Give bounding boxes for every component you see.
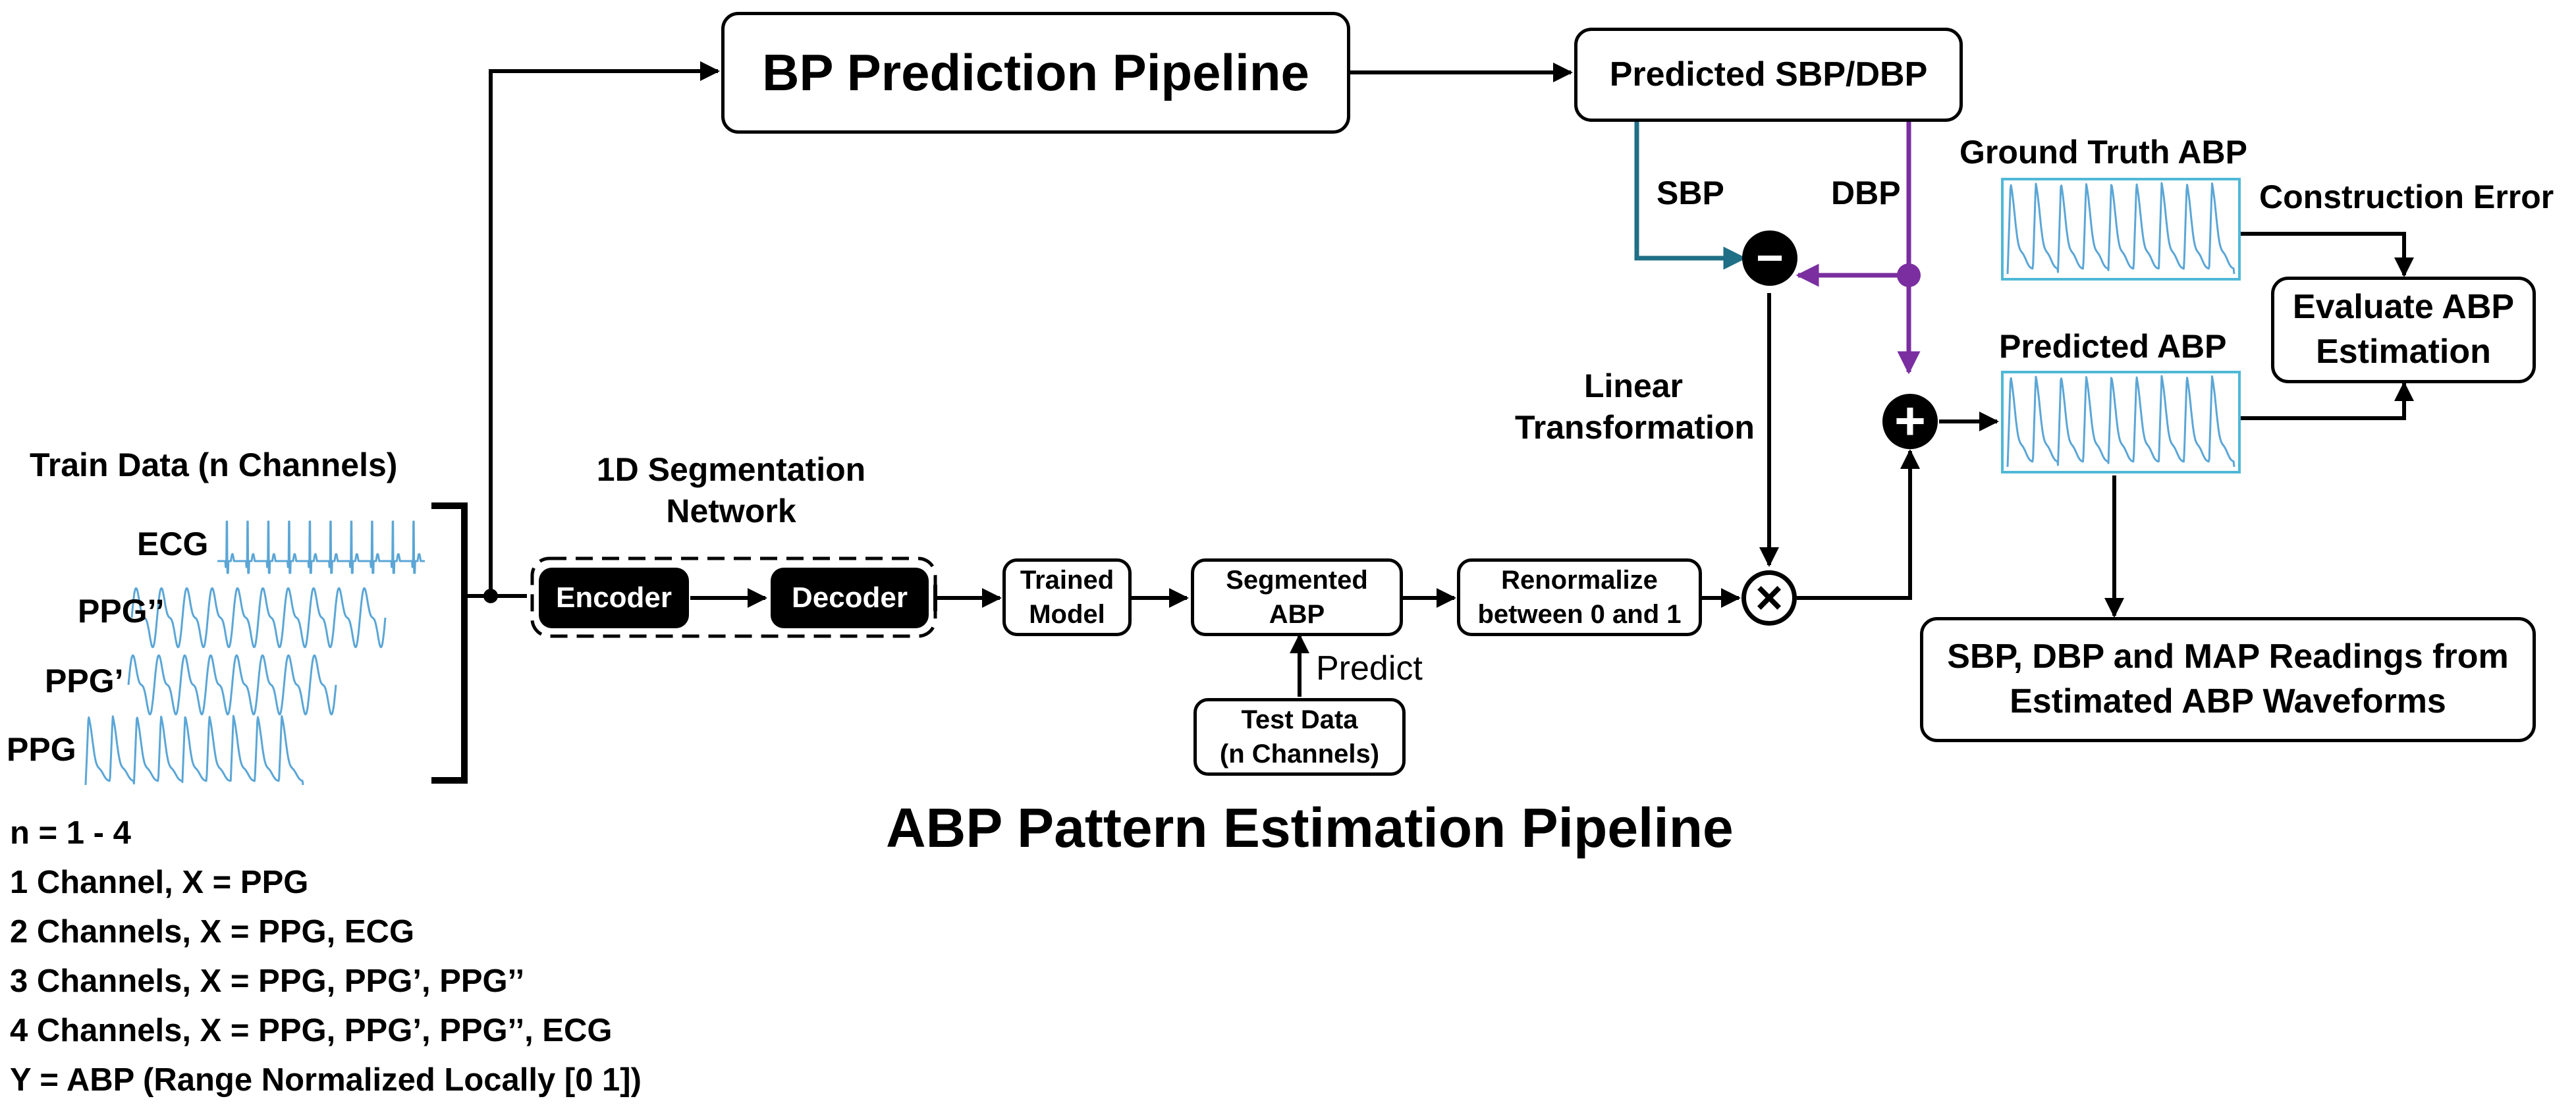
note-line: Y = ABP (Range Normalized Locally [0 1]) bbox=[10, 1062, 642, 1098]
predicted-to-evaluate-arrow bbox=[2239, 381, 2414, 420]
construction-error-label: Construction Error bbox=[2259, 178, 2554, 215]
segmentation-network-container bbox=[530, 556, 937, 638]
readings-box: SBP, DBP and MAP Readings from Estimated… bbox=[1920, 617, 2536, 742]
abp-pipeline-title: ABP Pattern Estimation Pipeline bbox=[886, 797, 1734, 859]
note-line: 3 Channels, X = PPG, PPG’, PPG’’ bbox=[10, 963, 525, 999]
predicted-abp-waveform bbox=[2006, 375, 2235, 468]
bp-prediction-pipeline-box: BP Prediction Pipeline bbox=[721, 12, 1350, 134]
train-data-bracket bbox=[431, 502, 468, 784]
signal-label-ppg-second-derivative: PPG’’ bbox=[78, 593, 165, 630]
ground-truth-abp-label: Ground Truth ABP bbox=[1959, 134, 2247, 171]
subtract-operator: − bbox=[1742, 230, 1797, 286]
encoder-block: Encoder bbox=[539, 568, 689, 628]
predicted-abp-label: Predicted ABP bbox=[1999, 328, 2227, 365]
note-line: n = 1 - 4 bbox=[10, 815, 131, 851]
ppg-waveform bbox=[84, 715, 304, 786]
predict-label: Predict bbox=[1316, 649, 1423, 688]
note-line: 1 Channel, X = PPG bbox=[10, 865, 309, 900]
ppg-first-derivative-waveform bbox=[127, 654, 337, 716]
renormalize-box: Renormalize between 0 and 1 bbox=[1457, 558, 1702, 636]
predicted-sbp-dbp-box: Predicted SBP/DBP bbox=[1574, 28, 1963, 122]
sbp-label: SBP bbox=[1657, 175, 1724, 211]
ground-truth-abp-waveform bbox=[2006, 182, 2235, 275]
channel-notes: n = 1 - 4 1 Channel, X = PPG 2 Channels,… bbox=[10, 809, 642, 1105]
multiply-operator: × bbox=[1741, 570, 1797, 626]
signal-label-ppg-first-derivative: PPG’ bbox=[45, 662, 124, 699]
segmented-abp-box: Segmented ABP bbox=[1191, 558, 1403, 636]
segmentation-network-title: 1D Segmentation Network bbox=[596, 451, 866, 529]
signal-label-ppg: PPG bbox=[7, 731, 76, 768]
construction-error-arrow bbox=[2239, 232, 2414, 277]
ecg-waveform bbox=[217, 520, 425, 574]
readings-line1: SBP, DBP and MAP Readings from bbox=[1947, 637, 2509, 676]
evaluate-abp-line2: Estimation bbox=[2316, 333, 2491, 371]
multiply-to-plus-arrow bbox=[1797, 449, 1920, 600]
signal-label-ecg: ECG bbox=[137, 526, 209, 562]
evaluate-abp-line1: Evaluate ABP bbox=[2292, 288, 2515, 327]
note-line: 2 Channels, X = PPG, ECG bbox=[10, 914, 415, 950]
trained-model-box: Trained Model bbox=[1002, 558, 1132, 636]
add-operator: + bbox=[1882, 391, 1938, 451]
test-data-box: Test Data (n Channels) bbox=[1193, 698, 1406, 776]
note-line: 4 Channels, X = PPG, PPG’, PPG’’, ECG bbox=[10, 1013, 613, 1048]
predicted-sbp-dbp-label: Predicted SBP/DBP bbox=[1609, 55, 1928, 94]
readings-line2: Estimated ABP Waveforms bbox=[2010, 682, 2446, 720]
evaluate-abp-box: Evaluate ABP Estimation bbox=[2271, 277, 2536, 383]
bp-prediction-pipeline-label: BP Prediction Pipeline bbox=[762, 43, 1309, 101]
train-data-title: Train Data (n Channels) bbox=[30, 446, 398, 483]
dbp-junction-dot bbox=[1897, 263, 1921, 287]
arrow-to-bp-pipeline bbox=[489, 61, 720, 596]
linear-transformation-label: Linear Transformation bbox=[1515, 367, 1755, 446]
ppg-second-derivative-waveform bbox=[130, 587, 387, 649]
sbp-line bbox=[1634, 122, 1747, 270]
dbp-label: DBP bbox=[1831, 175, 1901, 211]
decoder-block: Decoder bbox=[771, 568, 929, 628]
